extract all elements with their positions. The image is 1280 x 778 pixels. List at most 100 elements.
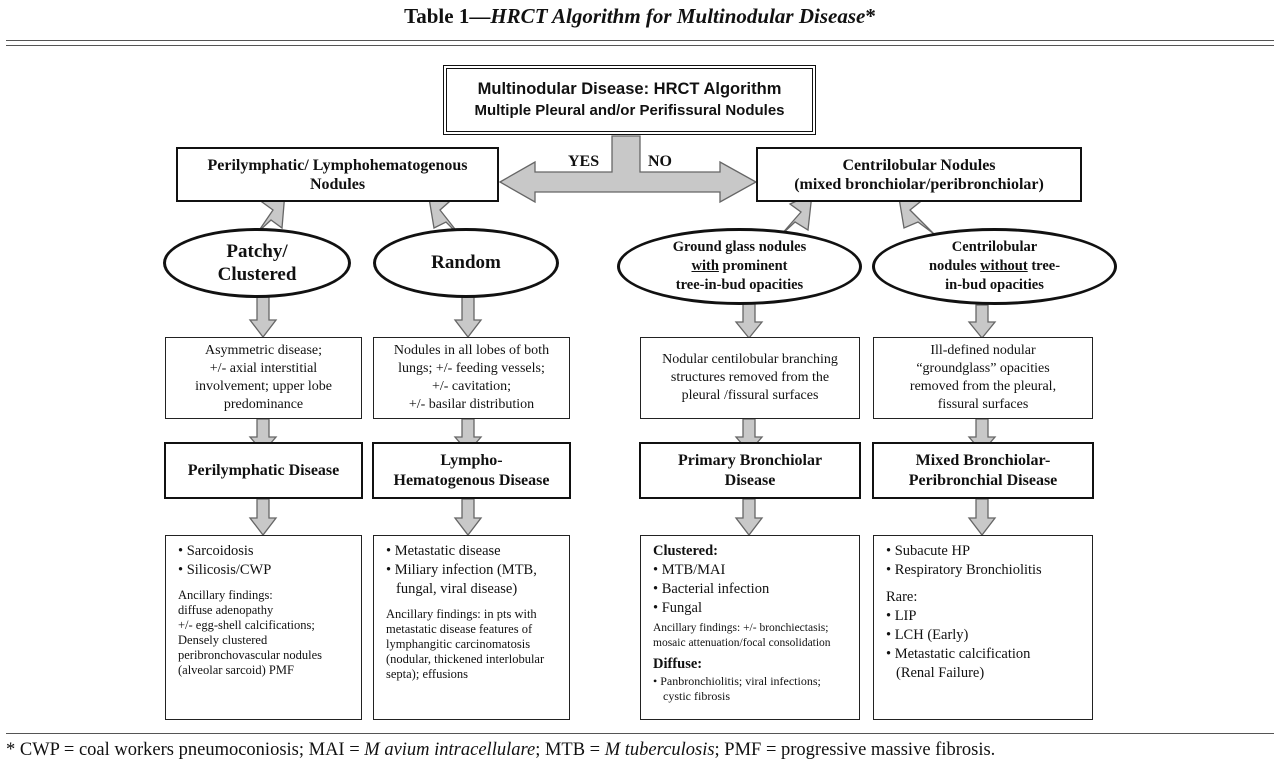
list-mixed-bronchiolar: Subacute HP Respiratory Bronchiolitis Ra… [873, 535, 1093, 720]
algorithm-header-line1: Multinodular Disease: HRCT Algorithm [477, 80, 782, 98]
centrilobular-nodules-line2: (mixed bronchiolar/peribronchiolar) [794, 175, 1044, 193]
desc-line: “groundglass” opacities [916, 361, 1050, 376]
list-item: Bacterial infection [653, 580, 851, 599]
desc-line: structures removed from the [670, 370, 830, 385]
ground-glass-line3: tree-in-bud opacities [675, 277, 804, 293]
arrow-random-desc [453, 296, 483, 339]
desc-nodular-centilobular: Nodular centilobular branching structure… [640, 337, 860, 419]
ancillary-line: Densely clustered [178, 633, 268, 647]
centrilobular-nodules-line1: Centrilobular Nodules [842, 156, 996, 174]
disease-line: Mixed Bronchiolar- [915, 451, 1051, 469]
arrow-gg-desc [734, 303, 764, 340]
ancillary-line: Ancillary findings: +/- bronchiectasis; [653, 622, 829, 634]
desc-line: Asymmetric disease; [204, 343, 323, 358]
ancillary-line: (nodular, thickened interlobular [386, 652, 545, 666]
arrow-cl-desc [967, 304, 997, 340]
perilymphatic-nodules-line2: Nodules [309, 175, 366, 193]
patchy-line1: Patchy/ [226, 241, 288, 262]
title-rule-bottom [6, 45, 1274, 46]
list-item: Fungal [653, 599, 851, 618]
desc-line: pleural /fissural surfaces [681, 388, 819, 403]
desc-line: Nodules in all lobes of both [393, 343, 550, 358]
list-item: Metastatic calcification [886, 645, 1084, 664]
algorithm-header-line2: Multiple Pleural and/or Perifissural Nod… [474, 102, 785, 119]
clustered-heading: Clustered: [653, 543, 718, 559]
desc-line: Ill-defined nodular [930, 343, 1036, 358]
arrow-dis2-list [453, 498, 483, 537]
desc-line: fissural surfaces [937, 397, 1029, 412]
ground-glass-ellipse: Ground glass nodules with prominent tree… [617, 228, 862, 305]
no-label: NO [648, 153, 672, 170]
diffuse-heading: Diffuse: [653, 656, 703, 672]
list-item: MTB/MAI [653, 561, 851, 580]
desc-line: +/- basilar distribution [408, 397, 535, 412]
primary-bronchiolar-disease-box: Primary Bronchiolar Disease [639, 442, 861, 499]
ancillary-line: mosaic attenuation/focal consolidation [653, 637, 831, 649]
ancillary-line: septa); effusions [386, 667, 469, 681]
desc-line: lungs; +/- feeding vessels; [398, 361, 545, 376]
patchy-clustered-ellipse: Patchy/ Clustered [163, 228, 351, 298]
perilymphatic-nodules-box: Perilymphatic/ Lymphohematogenous Nodule… [176, 147, 499, 202]
ancillary-line: metastatic disease features of [386, 622, 533, 636]
ancillary-line: Ancillary findings: [178, 588, 273, 602]
ancillary-line: peribronchovascular nodules [178, 648, 323, 662]
list-item-cont: (Renal Failure) [896, 665, 985, 681]
list-item: LCH (Early) [886, 626, 1084, 645]
ancillary-line: diffuse adenopathy [178, 603, 274, 617]
list-item: Subacute HP [886, 542, 1084, 561]
patchy-line2: Clustered [217, 264, 297, 285]
list-item: Miliary infection (MTB, [386, 561, 561, 580]
disease-line: Lympho- [440, 451, 503, 469]
ancillary-line: lymphangitic carcinomatosis [386, 637, 531, 651]
centrilobular-line3: in-bud opacities [945, 277, 1044, 293]
algorithm-header-box: Multinodular Disease: HRCT Algorithm Mul… [443, 65, 816, 135]
desc-line: predominance [223, 397, 304, 412]
ancillary-line: +/- egg-shell calcifications; [178, 618, 315, 632]
centrilobular-nodules-box: Centrilobular Nodules (mixed bronchiolar… [756, 147, 1082, 202]
list-item: Respiratory Bronchiolitis [886, 561, 1084, 580]
title-rule-top [6, 40, 1274, 41]
desc-ill-defined: Ill-defined nodular “groundglass” opacit… [873, 337, 1093, 419]
disease-line: Peribronchial Disease [908, 471, 1058, 489]
list-item: LIP [886, 607, 1084, 626]
footnote-rule [6, 733, 1274, 734]
centrilobular-without-ellipse: Centrilobular nodules without tree- in-b… [872, 228, 1117, 305]
desc-line: +/- cavitation; [431, 379, 512, 394]
random-ellipse: Random [373, 228, 559, 298]
list-item: Panbronchiolitis; viral infections; [653, 674, 851, 689]
mixed-bronchiolar-disease-box: Mixed Bronchiolar- Peribronchial Disease [872, 442, 1094, 499]
disease-line: Primary Bronchiolar [677, 451, 823, 469]
rare-heading: Rare: [886, 589, 918, 605]
list-perilymphatic: Sarcoidosis Silicosis/CWP Ancillary find… [165, 535, 362, 720]
ground-glass-line1: Ground glass nodules [672, 239, 807, 255]
desc-line: Nodular centilobular branching [662, 352, 838, 367]
arrow-dis3-list [734, 498, 764, 537]
ancillary-line: Ancillary findings: in pts with [386, 607, 537, 621]
random-line1: Random [431, 252, 501, 273]
desc-nodules-all-lobes: Nodules in all lobes of both lungs; +/- … [373, 337, 570, 419]
list-lympho: Metastatic disease Miliary infection (MT… [373, 535, 570, 720]
list-item: Silicosis/CWP [178, 561, 353, 580]
disease-line: Perilymphatic Disease [187, 461, 340, 479]
desc-line: involvement; upper lobe [195, 379, 332, 394]
lympho-hematogenous-disease-box: Lympho- Hematogenous Disease [372, 442, 571, 499]
list-item-cont: fungal, viral disease) [396, 581, 518, 597]
desc-line: removed from the pleural, [909, 379, 1057, 394]
table-title: Table 1—HRCT Algorithm for Multinodular … [404, 4, 876, 28]
list-item: Sarcoidosis [178, 542, 353, 561]
yes-label: YES [568, 153, 600, 170]
footnote: * CWP = coal workers pneumoconiosis; MAI… [6, 740, 996, 760]
centrilobular-line2: nodules without tree- [928, 258, 1061, 274]
arrow-patchy-desc [248, 296, 278, 339]
disease-line: Disease [724, 471, 776, 489]
ancillary-line: (alveolar sarcoid) PMF [178, 663, 294, 677]
disease-line: Hematogenous Disease [393, 471, 550, 489]
desc-asymmetric: Asymmetric disease; +/- axial interstiti… [165, 337, 362, 419]
arrow-dis4-list [967, 498, 997, 537]
perilymphatic-disease-box: Perilymphatic Disease [164, 442, 363, 499]
list-primary-bronchiolar: Clustered: MTB/MAI Bacterial infection F… [640, 535, 860, 720]
perilymphatic-nodules-line1: Perilymphatic/ Lymphohematogenous [207, 156, 468, 174]
desc-line: +/- axial interstitial [209, 361, 318, 376]
centrilobular-line1: Centrilobular [951, 239, 1038, 255]
list-item-cont: cystic fibrosis [663, 689, 730, 703]
